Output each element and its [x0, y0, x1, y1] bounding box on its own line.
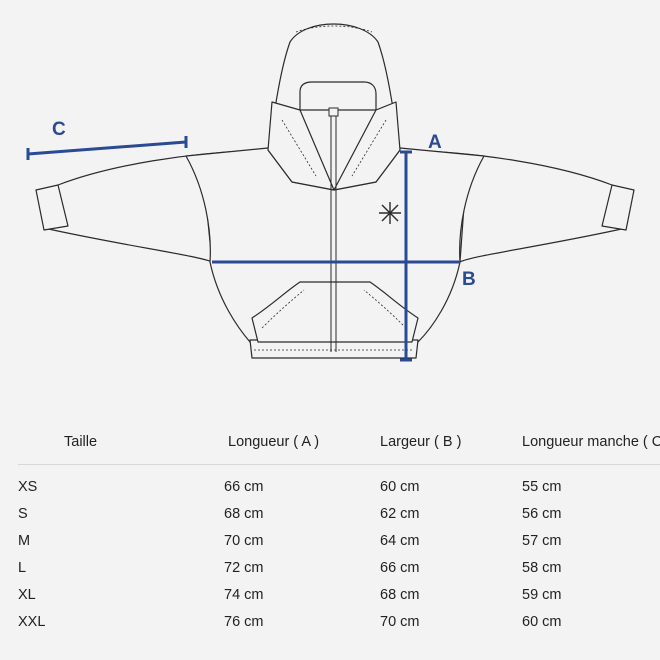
cell-width: 60 cm	[380, 478, 420, 495]
cell-width: 68 cm	[380, 586, 420, 603]
table-row: XS 66 cm 60 cm 55 cm	[18, 465, 660, 501]
cell-width: 70 cm	[380, 613, 420, 630]
table-header-row: Taille Longueur ( A ) Largeur ( B ) Long…	[18, 420, 660, 465]
table-row: L 72 cm 66 cm 58 cm	[18, 554, 660, 581]
left-cuff	[35, 184, 69, 231]
cell-sleeve-length: 55 cm	[522, 478, 562, 495]
cell-width: 66 cm	[380, 559, 420, 576]
cell-length: 66 cm	[224, 478, 264, 495]
cell-size: XXL	[18, 613, 46, 630]
hoodie-icon	[35, 23, 635, 359]
dimension-b-label: B	[462, 269, 476, 290]
cell-size: S	[18, 505, 28, 522]
right-cuff	[601, 184, 635, 231]
cell-sleeve-length: 58 cm	[522, 559, 562, 576]
cell-size: L	[18, 559, 27, 576]
table-row: M 70 cm 64 cm 57 cm	[18, 527, 660, 554]
cell-length: 76 cm	[224, 613, 264, 630]
cell-width: 62 cm	[380, 505, 420, 522]
table-row: S 68 cm 62 cm 56 cm	[18, 500, 660, 527]
cell-size: XL	[18, 586, 36, 603]
cell-length: 74 cm	[224, 586, 264, 603]
header-length: Longueur ( A )	[224, 420, 380, 465]
cell-size: XS	[18, 478, 38, 495]
cell-sleeve-length: 59 cm	[522, 586, 562, 603]
hood-opening	[299, 81, 377, 111]
zipper	[328, 107, 339, 352]
cell-length: 72 cm	[224, 559, 264, 576]
snowflake-logo-icon	[379, 202, 401, 224]
header-sleeve-length: Longueur manche ( C )	[522, 420, 660, 465]
dimension-a-label: A	[428, 132, 442, 153]
cell-sleeve-length: 57 cm	[522, 532, 562, 549]
cell-size: M	[18, 532, 31, 549]
header-size: Taille	[18, 420, 224, 465]
kangaroo-pocket	[251, 281, 419, 343]
cell-width: 64 cm	[380, 532, 420, 549]
hoodie-size-diagram: A B C	[26, 23, 635, 362]
dimension-c-line	[27, 140, 187, 156]
cell-sleeve-length: 60 cm	[522, 613, 562, 630]
dimension-c-label: C	[52, 119, 66, 140]
hem-band	[249, 339, 419, 359]
cell-length: 70 cm	[224, 532, 264, 549]
table-row: XL 74 cm 68 cm 59 cm	[18, 581, 660, 608]
cell-length: 68 cm	[224, 505, 264, 522]
size-table: Taille Longueur ( A ) Largeur ( B ) Long…	[18, 420, 660, 635]
header-width: Largeur ( B )	[380, 420, 522, 465]
cell-sleeve-length: 56 cm	[522, 505, 562, 522]
table-row: XXL 76 cm 70 cm 60 cm	[18, 608, 660, 635]
